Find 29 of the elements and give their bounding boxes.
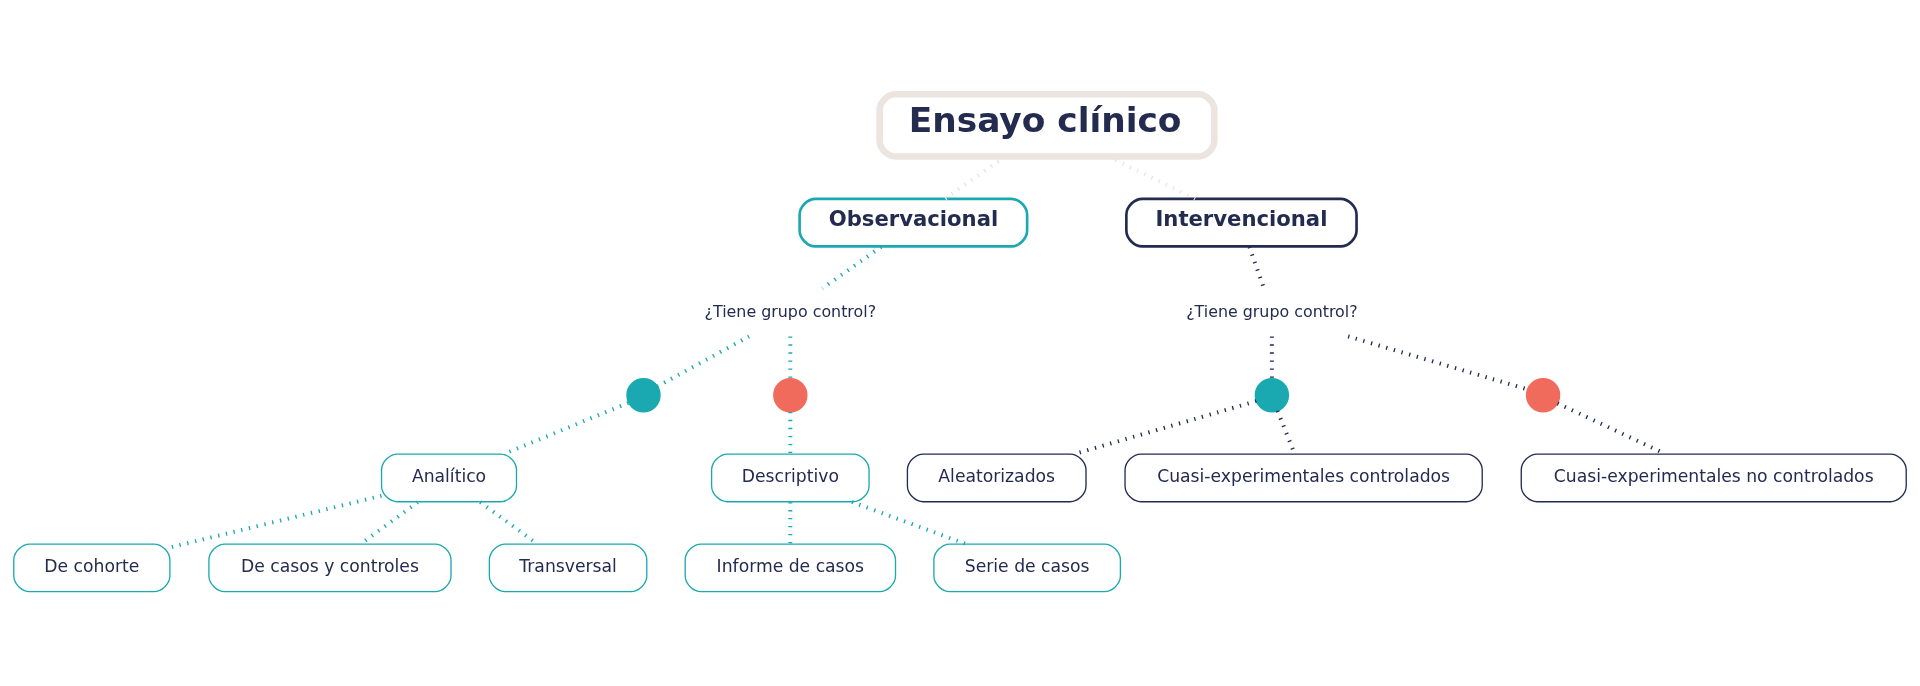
node-box: Observacional <box>798 197 1029 248</box>
connector <box>788 502 793 544</box>
connector <box>851 500 967 546</box>
connector <box>821 245 883 291</box>
connector <box>1347 334 1528 392</box>
node-box: Cuasi-experimentales controlados <box>1124 453 1483 503</box>
connector <box>788 336 793 379</box>
node-circle <box>1525 378 1561 413</box>
connector <box>656 334 750 389</box>
node-circle <box>626 378 661 413</box>
connector <box>788 412 793 454</box>
node-box: Descriptivo <box>710 453 870 503</box>
node-box: Analítico <box>380 453 518 503</box>
node-text: ¿Tiene grupo control? <box>704 301 877 321</box>
node-box: Transversal <box>488 543 648 593</box>
node-circle <box>773 378 808 413</box>
node-box: De cohorte <box>13 543 171 593</box>
node-box: Intervencional <box>1125 197 1358 248</box>
node-text: ¿Tiene grupo control? <box>1186 301 1358 321</box>
node-box: Informe de casos <box>684 543 897 593</box>
node-circle <box>1254 378 1290 413</box>
node-box: Cuasi-experimentales no controlados <box>1520 453 1907 503</box>
node-box: Ensayo clínico <box>876 91 1218 160</box>
connector <box>1269 336 1274 379</box>
connector <box>1247 246 1266 289</box>
node-box: Aleatorizados <box>906 453 1087 503</box>
node-box: Serie de casos <box>933 543 1122 593</box>
connector <box>169 493 382 550</box>
node-box: De casos y controles <box>208 543 452 593</box>
